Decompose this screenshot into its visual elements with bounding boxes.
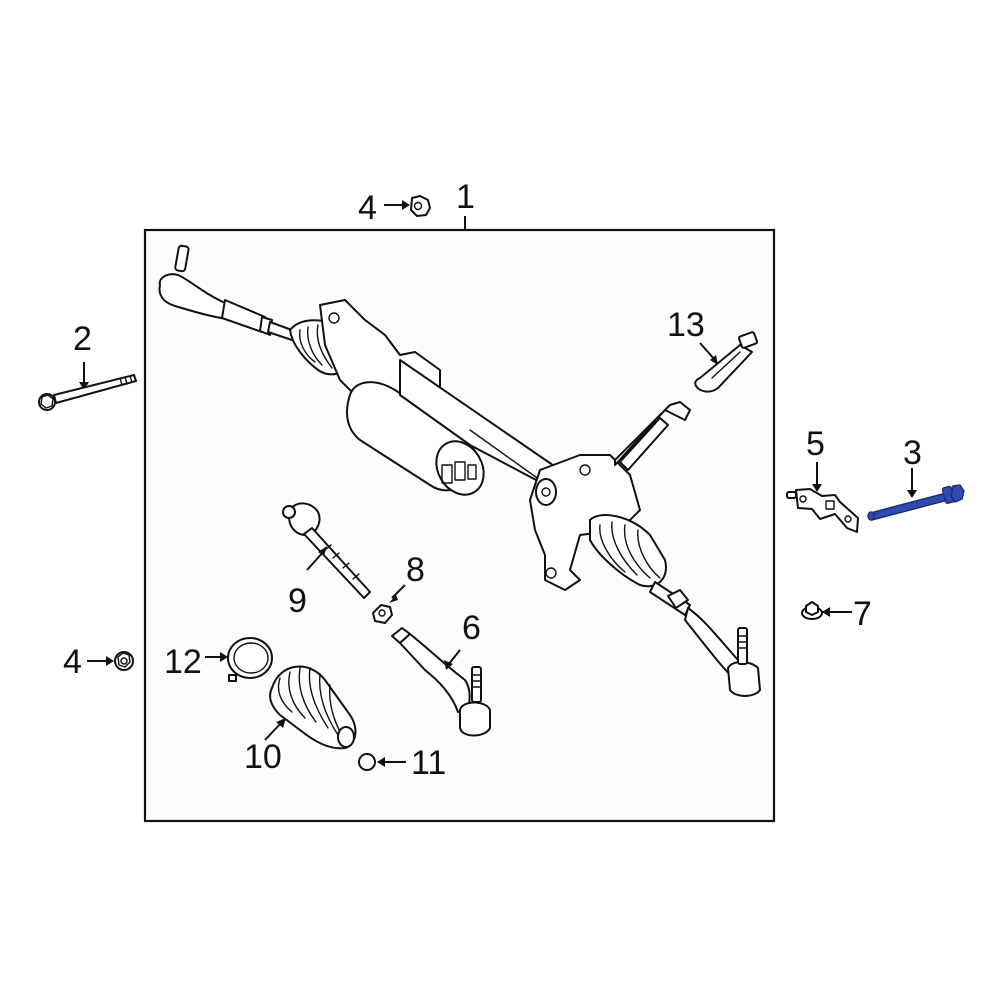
- callout-3[interactable]: 3: [903, 434, 922, 472]
- nut-right-icon[interactable]: [801, 601, 852, 620]
- callout-9[interactable]: 9: [288, 582, 307, 620]
- nut-left-icon[interactable]: [87, 651, 134, 671]
- bolt-right-highlighted-icon[interactable]: [867, 468, 965, 521]
- callout-1[interactable]: 1: [456, 178, 475, 216]
- nut-top-icon[interactable]: [384, 195, 431, 217]
- callout-13[interactable]: 13: [667, 306, 705, 344]
- callout-10[interactable]: 10: [244, 738, 282, 776]
- outer-tie-rod-end-icon[interactable]: [391, 627, 491, 737]
- bracket-icon[interactable]: [786, 462, 859, 533]
- inner-tie-rod-icon[interactable]: [282, 502, 371, 599]
- bolt-left-icon[interactable]: [38, 362, 137, 411]
- callout-7[interactable]: 7: [853, 595, 872, 633]
- rack-boot-icon[interactable]: [264, 665, 357, 750]
- breather-vent-icon[interactable]: [694, 331, 759, 393]
- boot-clamp-large-icon[interactable]: [205, 637, 273, 682]
- callout-2[interactable]: 2: [73, 320, 92, 358]
- boot-clamp-small-icon[interactable]: [358, 753, 406, 771]
- callout-4-top[interactable]: 4: [358, 189, 377, 227]
- callout-5[interactable]: 5: [806, 425, 825, 463]
- callout-6[interactable]: 6: [462, 609, 481, 647]
- callout-12[interactable]: 12: [164, 643, 202, 681]
- jam-nut-icon[interactable]: [372, 584, 406, 624]
- steering-gear-assembly-icon[interactable]: [158, 244, 761, 697]
- callout-11[interactable]: 11: [411, 744, 447, 782]
- callout-8[interactable]: 8: [406, 551, 425, 589]
- callout-4-left[interactable]: 4: [63, 643, 82, 681]
